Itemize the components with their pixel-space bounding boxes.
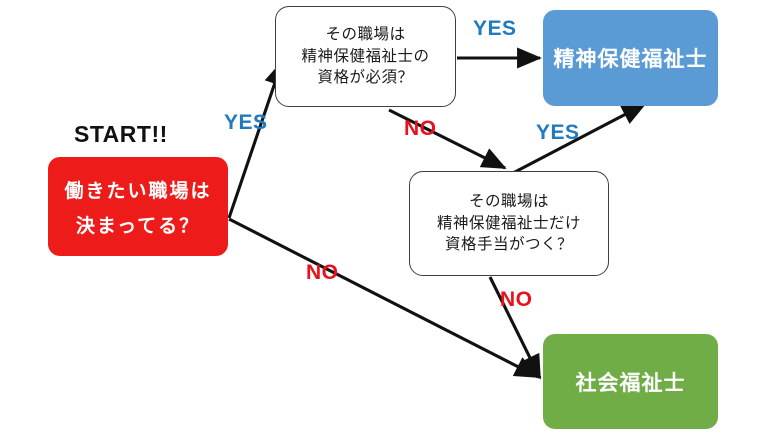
node-question-1-line-3: 資格が必須？ <box>317 69 414 87</box>
edge-start-to-result-sw <box>228 217 540 379</box>
node-question-2-line-3: 資格手当がつく？ <box>444 236 573 254</box>
edge-label-yes-question1: YES <box>473 17 517 40</box>
edge-label-no-question2: NO <box>500 288 533 311</box>
edge-question2-to-result-psw <box>512 102 647 175</box>
node-start-line-1: 働きたい職場は <box>64 180 212 202</box>
node-start[interactable]: 働きたい職場は 決まってる？ <box>48 157 228 256</box>
edge-label-no-start: NO <box>306 261 339 284</box>
edge-start-to-question1 <box>227 60 285 219</box>
edge-label-no-question1: NO <box>404 117 437 140</box>
node-result-sw[interactable]: 社会福祉士 <box>543 334 718 429</box>
node-question-2-line-2: 精神保健福祉士だけ <box>436 214 581 232</box>
edge-label-yes-start: YES <box>224 111 268 134</box>
node-start-line-2: 決まってる？ <box>75 215 201 237</box>
node-result-sw-label: 社会福祉士 <box>575 371 686 395</box>
node-question-1-line-2: 精神保健福祉士の <box>301 47 430 65</box>
node-question-1[interactable]: その職場は 精神保健福祉士の 資格が必須？ <box>275 6 456 107</box>
node-question-1-line-1: その職場は <box>325 26 406 44</box>
node-result-psw-label: 精神保健福祉士 <box>553 48 708 71</box>
edge-question1-to-question2 <box>388 108 507 170</box>
edge-label-yes-question2: YES <box>536 121 580 144</box>
start-caption: START!! <box>74 121 168 147</box>
node-result-psw[interactable]: 精神保健福祉士 <box>543 10 718 106</box>
edge-question2-to-result-sw <box>488 276 542 380</box>
node-question-2[interactable]: その職場は 精神保健福祉士だけ 資格手当がつく？ <box>409 171 609 276</box>
node-question-2-line-1: その職場は <box>468 193 549 211</box>
